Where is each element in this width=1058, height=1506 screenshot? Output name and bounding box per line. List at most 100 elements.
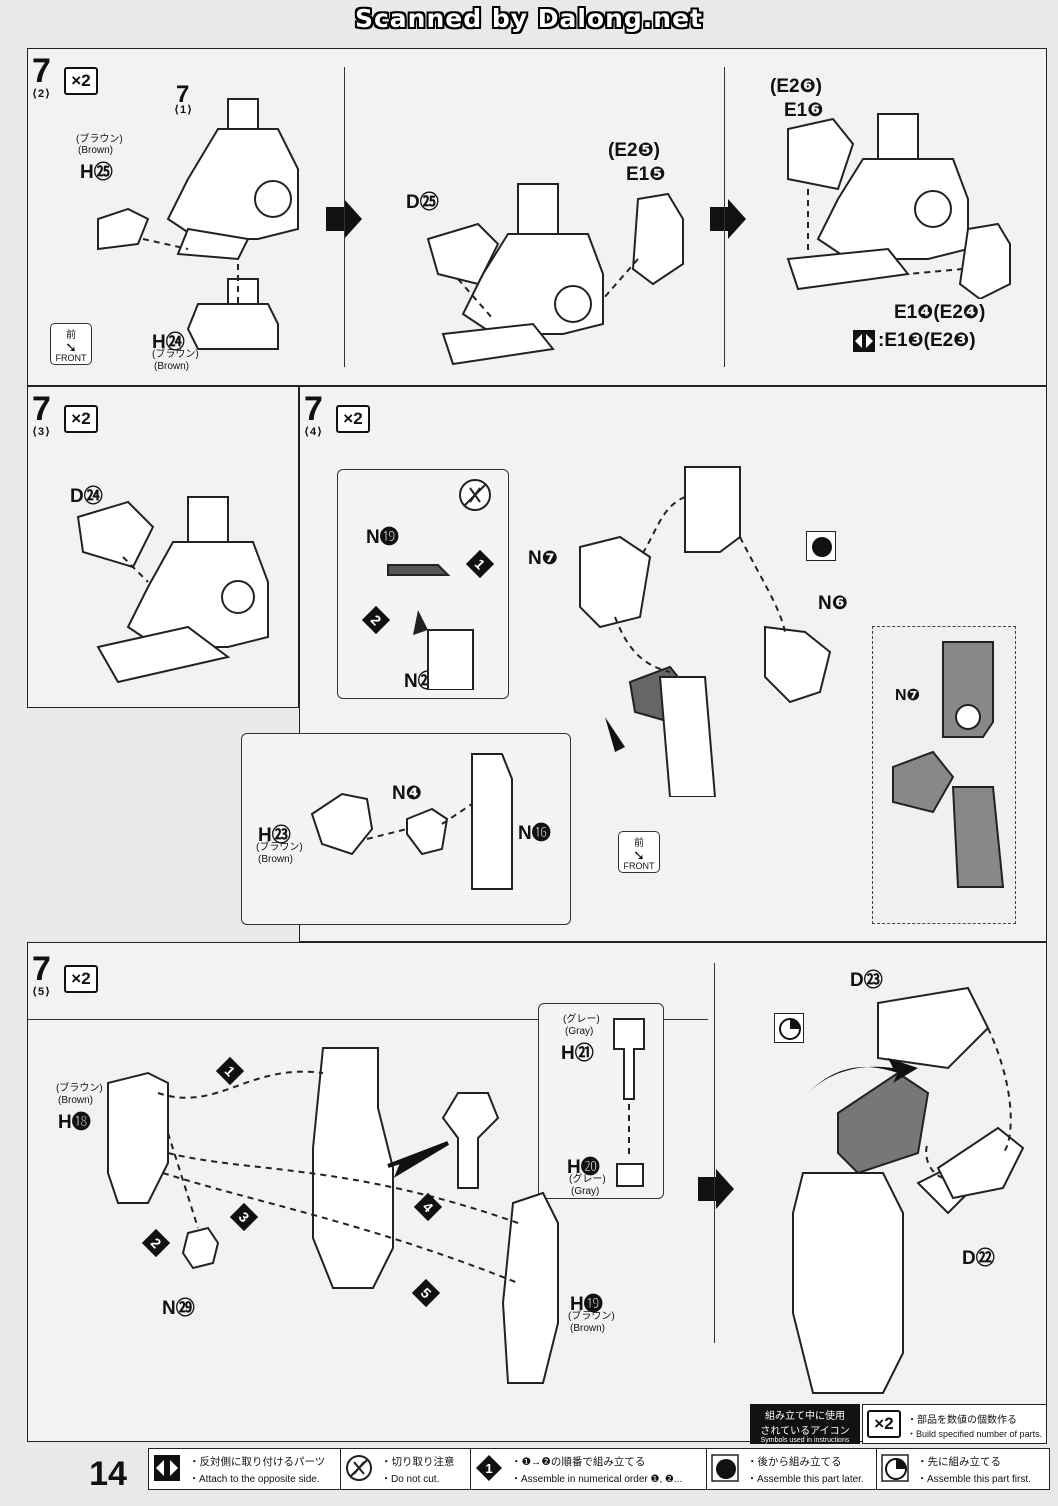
part-n29: N㉙ [162,1298,195,1319]
reference-step-number: 7 [176,81,190,108]
order-diamond-icon: 1 [476,1455,502,1481]
leg-with-panels-illustration [426,183,684,366]
panel-step-7-5: 7 ⟨5⟩ ×2 (ブラウン) (Brown) H⓲ N㉙ H⓳ (ブラウン) … [27,942,1047,1442]
assemble-later-icon [806,531,836,561]
part-h19: H⓳ [570,1294,603,1315]
part-n19: N⓳ [366,527,399,548]
circle-outline-icon [881,1454,909,1482]
next-step-arrow-icon [698,1169,734,1209]
hinge-parts-illustration [310,753,513,890]
brown-note-en: (Brown) [154,361,190,372]
scan-watermark: Scanned by Dalong.net [354,4,703,33]
part-d22: D㉒ [962,1248,995,1269]
part-e1-4: E1❹(E2❹) [894,302,986,323]
clip-part-illustration [387,564,474,690]
front-label: FRONT [623,861,655,871]
part-e2-6: (E2❻) [770,76,822,97]
brown-note-jp: (ブラウン) [256,842,303,853]
column-divider [714,963,715,1343]
header-rule [28,1019,708,1020]
legend-do-not-cut: ・切り取り注意 ・Do not cut. [341,1449,471,1489]
part-e2-5: (E2❺) [608,140,660,161]
opposite-side-icon [154,1455,180,1481]
svg-text:1: 1 [485,1461,492,1476]
legend-assemble-first: ・先に組み立てる ・Assemble this part first. [877,1449,1047,1489]
substep-label: ⟨4⟩ [304,426,324,438]
step-number: 7 [32,52,51,90]
inset-n19-n22: N⓳ N㉒ 1 2 [337,469,509,699]
part-h24: H㉔ [152,332,185,353]
symbols-header: 組み立て中に使用 されているアイコン Symbols used in instr… [750,1404,860,1444]
leg-assembled-illustration [786,113,1011,299]
multiplier-badge: ×2 [64,405,98,433]
substep-label: ⟨5⟩ [32,986,52,998]
brown-note-en: (Brown) [570,1323,606,1334]
multiplier-badge: ×2 [64,67,98,95]
legend-text-jp: ・反対側に取り付けるパーツ [189,1456,326,1468]
legend-text-en: ・Assemble this part later. [747,1474,864,1485]
multiplier-badge: ×2 [867,1410,901,1438]
multiplier-badge: ×2 [64,965,98,993]
part-n7-detail: N❼ [895,687,921,704]
multiplier-badge: ×2 [336,405,370,433]
step-number: 7 [32,390,51,428]
part-d23: D㉓ [850,970,883,991]
part-n7: N❼ [528,548,558,569]
brown-note-en: (Brown) [58,1095,94,1106]
gray-note-en: (Gray) [571,1186,600,1197]
part-h23: H㉓ [258,825,291,846]
substep-label: ⟨3⟩ [32,426,52,438]
knee-detail-illustration [892,641,1005,888]
x2-legend-jp: ・部品を数値の個数作る [907,1415,1017,1426]
circle-filled-icon [812,537,832,557]
piston-illustration [613,1018,645,1187]
legend-opposite-side: ・反対側に取り付けるパーツ ・Attach to the opposite si… [149,1449,341,1489]
legend-assemble-later: ・後から組み立てる ・Assemble this part later. [707,1449,877,1489]
legend-text-en: ・Do not cut. [381,1474,440,1485]
assemble-first-icon [774,1013,804,1043]
part-h25: H㉕ [80,162,113,183]
detail-view-n7: N❼ [872,626,1016,924]
brown-note-en: (Brown) [258,854,294,865]
symbols-header-en: Symbols used in instructions [760,1437,850,1444]
part-e1-6: E1❻ [784,100,824,121]
legend-text-jp: ・先に組み立てる [917,1456,1001,1468]
leg-foot-illustration [97,98,299,350]
legend-numerical-order: 1 ・❶→❷の順番で組み立てる ・Assemble in numerical o… [471,1449,707,1489]
part-h20: H⓴ [567,1157,600,1178]
lower-leg-illustration [76,496,269,684]
front-indicator: 前 ➘ FRONT [50,323,92,365]
step-number: 7 [32,950,51,988]
front-arrow-icon: ➘ [65,339,77,355]
legend-text-jp: ・❶→❷の順番で組み立てる [511,1456,646,1468]
legend-text-jp: ・後から組み立てる [747,1456,842,1468]
page-number: 14 [89,1455,127,1493]
brown-note-jp: (ブラウン) [568,1311,615,1322]
part-n16: N⓰ [518,823,551,844]
part-d25: D㉕ [406,192,439,213]
legend-text-en: ・Assemble in numerical order ❶, ❷... [511,1474,683,1485]
reference-substep: ⟨1⟩ [174,104,194,116]
brown-note-en: (Brown) [78,145,114,156]
symbols-header-jp2: されているアイコン [760,1426,850,1437]
front-kanji: 前 [634,838,644,849]
legend-text-jp: ・切り取り注意 [381,1456,455,1468]
part-d24: D㉔ [70,486,103,507]
do-not-cut-icon [459,479,491,511]
brown-note-jp: (ブラウン) [56,1083,103,1094]
front-kanji: 前 [66,330,76,341]
legend-text-en: ・Assemble this part first. [917,1474,1031,1485]
knee-assembly-illustration [579,466,832,797]
inset-h21-h20: (グレー) (Gray) H㉑ H⓴ (グレー) (Gray) [538,1003,664,1199]
step-number: 7 [304,390,323,428]
part-e1-3: :E1❸(E2❸) [878,330,976,351]
symbol-legend: ・反対側に取り付けるパーツ ・Attach to the opposite si… [148,1448,1050,1490]
panel-step-7-2: 7 ⟨2⟩ ×2 7 ⟨1⟩ (ブラウン) (Brown) H㉕ H㉔ (ブラウ… [27,48,1047,386]
shin-frame-illustration [107,1047,559,1384]
column-divider [724,67,725,367]
part-e1-5: E1❺ [626,164,666,185]
column-divider [344,67,345,367]
symbols-header-jp1: 組み立て中に使用 [765,1411,845,1422]
part-h18: H⓲ [58,1112,91,1133]
brown-note-jp: (ブラウン) [76,134,123,145]
